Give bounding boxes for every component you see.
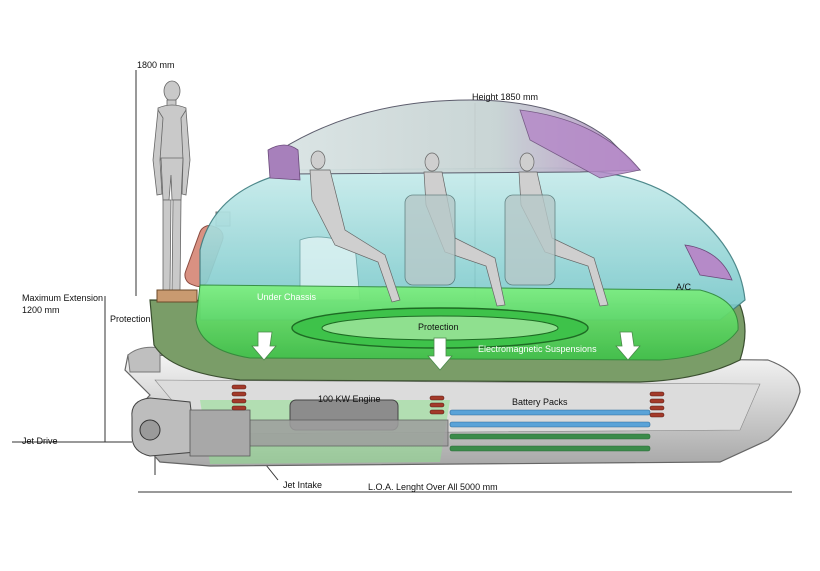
human-height-label: 1800 mm: [137, 60, 175, 70]
seats: [404, 194, 556, 286]
loa-label: L.O.A. Lenght Over All 5000 mm: [368, 482, 498, 492]
protection-side-label: Protection: [110, 314, 151, 324]
engine-label: 100 KW Engine: [318, 394, 381, 404]
jet-intake-label: Jet Intake: [283, 480, 323, 490]
battery-packs-label: Battery Packs: [512, 397, 568, 407]
vehicle-height-label: Height 1850 mm: [472, 92, 539, 102]
jet-drive: [131, 397, 251, 457]
under-chassis-label: Under Chassis: [257, 292, 317, 302]
electromagnetic-suspensions-label: Electromagnetic Suspensions: [478, 344, 597, 354]
protection-center-label: Protection: [418, 322, 459, 332]
figure-base: [156, 289, 198, 303]
suspension-springs: [231, 384, 665, 418]
human-figure: [152, 80, 191, 291]
max-extension-value: 1200 mm: [22, 305, 60, 315]
jet-drive-label: Jet Drive: [22, 436, 58, 446]
battery-packs: [449, 409, 651, 452]
ac-label: A/C: [676, 282, 692, 292]
max-extension-label: Maximum Extension: [22, 293, 104, 303]
suspension-arrows: [251, 331, 641, 371]
